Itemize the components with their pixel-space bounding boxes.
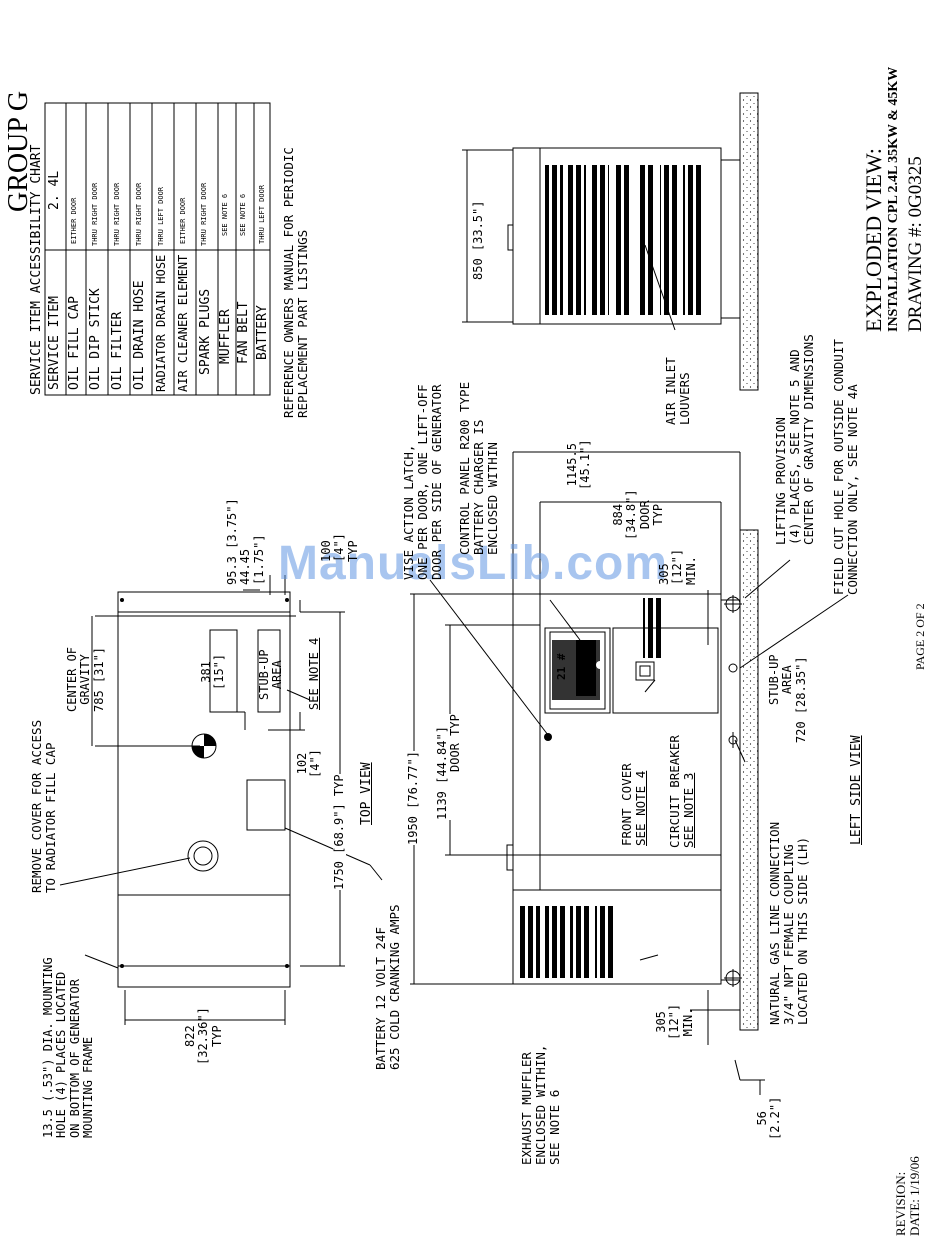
chart-row-item: AIR CLEANER ELEMENT — [176, 254, 190, 392]
exhaust-muffler-note: EXHAUST MUFFLER ENCLOSED WITHIN, SEE NOT… — [519, 1044, 562, 1165]
gas-line-note: NATURAL GAS LINE CONNECTION 3/4" NPT FEM… — [767, 821, 810, 1025]
dim-1750: 1750 [68.9"] TYP — [332, 774, 347, 890]
intake-louvers — [545, 165, 701, 315]
chart-row-item: OIL FILL CAP — [67, 296, 82, 390]
chart-row-item: BATTERY — [255, 305, 270, 360]
chart-row-item: FAN BELT — [236, 301, 251, 364]
page-number: PAGE 2 OF 2 — [913, 603, 927, 670]
see-note-4-top: SEE NOTE 4 — [307, 637, 321, 710]
exploded-view-title: EXPLODED VIEW: — [861, 148, 886, 332]
dim-100: 100 [4"] TYP — [319, 533, 360, 562]
exploded-view-subtitle: INSTALLATION CPL 2.4L 35KW & 45KW — [886, 66, 901, 332]
mounting-hole-note: 13.5 (.53") DIA. MOUNTING HOLE (4) PLACE… — [41, 957, 96, 1138]
service-chart-title: SERVICE ITEM ACCESSIBILITY CHART — [29, 144, 44, 395]
chart-row-access: THRU RIGHT DOOR — [113, 182, 121, 246]
exhaust-louvers — [520, 598, 663, 978]
chart-row-access: SEE NOTE 6 — [239, 193, 247, 236]
dim-305-top: 305 [12"] MIN. — [657, 548, 698, 585]
chart-row-access: THRU RIGHT DOOR — [200, 182, 208, 246]
stub-up-area-side: STUB-UP AREA 720 [28.35"] — [767, 654, 808, 744]
end-view-outline — [462, 92, 759, 391]
lifting-provision-note: LIFTING PROVISION (4) PLACES, SEE NOTE 5… — [773, 334, 816, 545]
chart-row-access: EITHER DOOR — [179, 197, 187, 244]
panel-display: 21 # — [555, 653, 568, 681]
chart-row-access: THRU LEFT DOOR — [258, 184, 266, 244]
dim-305-bottom: 305 [12"] MIN. — [654, 1003, 695, 1040]
control-panel-note: CONTROL PANEL R200 TYPE BATTERY CHARGER … — [457, 381, 500, 555]
dim-1145: 1145.5 [45.1"] — [565, 439, 593, 490]
chart-row-access: THRU RIGHT DOOR — [135, 182, 143, 246]
dim-381: 381 [15"] — [199, 653, 227, 690]
dim-56: 56 [2.2"] — [755, 1096, 783, 1140]
chart-header-engine: 2. 4L — [47, 170, 62, 210]
watermark: ManualsLib.com — [277, 537, 669, 590]
chart-row-item: OIL FILTER — [110, 311, 125, 390]
chart-row-item: MUFFLER — [218, 309, 233, 364]
dim-884: 884 [34.8"] DOOR TYP — [611, 489, 666, 540]
center-of-gravity-label: CENTER OF GRAVITY 785 [31"] — [65, 646, 106, 712]
left-side-view-outline — [410, 451, 849, 1095]
chart-header-item: SERVICE ITEM — [47, 296, 62, 390]
dim-95-3: 95.3 [3.75"] 44.45 [1.75"] — [225, 498, 266, 585]
dim-850: 850 [33.5"] — [471, 200, 486, 280]
revision-date: DATE: 1/19/06 — [907, 1156, 922, 1236]
dim-1139: 1139 [44.84"] DOOR TYP — [435, 714, 463, 820]
chart-row-item: SPARK PLUGS — [198, 288, 213, 375]
stub-up-area-top: STUB-UP AREA — [257, 649, 285, 700]
reference-note: REFERENCE OWNERS MANUAL FOR PERIODIC REP… — [281, 147, 310, 418]
circuit-breaker-note: CIRCUIT BREAKER SEE NOTE 3 — [667, 735, 696, 848]
top-view-label: TOP VIEW — [359, 762, 374, 825]
left-side-view-label: LEFT SIDE VIEW — [849, 735, 864, 845]
chart-row-access: SEE NOTE 6 — [221, 193, 229, 236]
chart-row-access: THRU RIGHT DOOR — [91, 182, 99, 246]
chart-row-item: OIL DRAIN HOSE — [132, 280, 147, 390]
air-inlet-louvers-label: AIR INLET LOUVERS — [663, 357, 692, 425]
service-chart-grid — [44, 102, 271, 396]
dim-102: 102 [4"] — [295, 749, 323, 778]
battery-note: BATTERY 12 VOLT 24F 625 COLD CRANKING AM… — [373, 904, 402, 1070]
field-cut-note: FIELD CUT HOLE FOR OUTSIDE CONDUIT CONNE… — [831, 339, 860, 595]
dim-1950: 1950 [76.77"] — [406, 751, 421, 845]
chart-row-item: RADIATOR DRAIN HOSE — [154, 254, 168, 392]
drawing-number: DRAWING #: 0G0325 — [905, 156, 926, 332]
chart-row-item: OIL DIP STICK — [88, 288, 103, 390]
chart-row-access: THRU LEFT DOOR — [157, 186, 165, 246]
front-cover-note: FRONT COVER SEE NOTE 4 — [619, 763, 648, 846]
dim-822: 822 [32.36"] TYP — [183, 1007, 224, 1065]
remove-cover-note: REMOVE COVER FOR ACCESS TO RADIATOR FILL… — [29, 719, 58, 893]
vise-latch-note: VISE ACTION LATCH, ONE PER DOOR, ONE LIF… — [401, 384, 444, 580]
chart-row-access: EITHER DOOR — [70, 197, 78, 244]
